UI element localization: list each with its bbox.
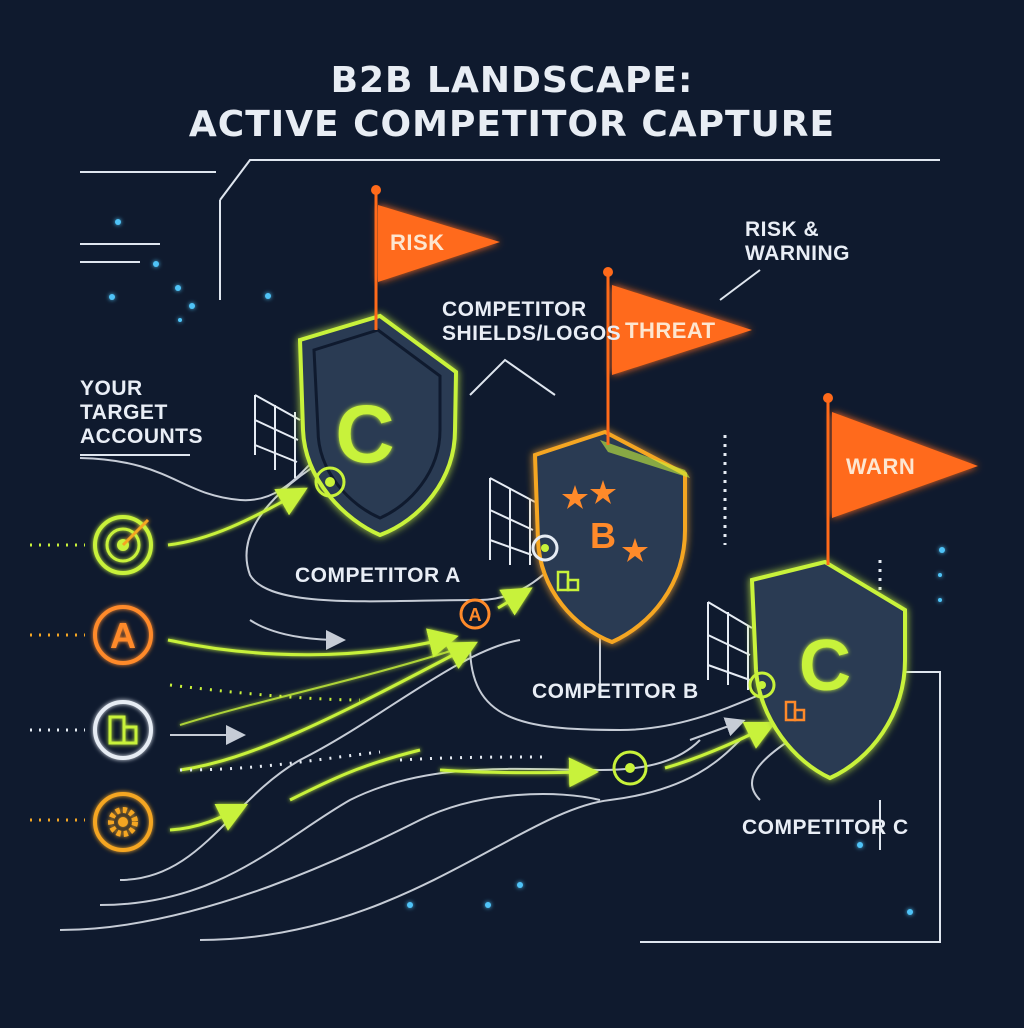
risk-warning-label: RISK & WARNING: [745, 218, 850, 265]
gate-b: [489, 477, 536, 565]
target-icon: [93, 515, 153, 575]
competitor-b-logo: B: [590, 515, 616, 556]
building-icon: [93, 700, 153, 760]
gate-c: [707, 601, 753, 690]
svg-text:A: A: [110, 615, 136, 656]
competitor-c-label: COMPETITOR C: [742, 816, 909, 839]
small-target-icon-a: [314, 466, 346, 498]
competitor-a-logo: C: [335, 389, 394, 480]
competitor-c-shield: [749, 559, 907, 781]
small-gear-icon-c: [748, 671, 776, 699]
competitor-b-stars: [562, 480, 648, 562]
small-building-icon-b: [556, 570, 580, 592]
flag-risk: [371, 185, 500, 330]
flag-warn: [823, 393, 978, 565]
page-title-line1: B2B LANDSCAPE:: [330, 60, 694, 101]
small-target-icon-c: [612, 750, 648, 786]
flow-arrows-lime: [167, 487, 777, 832]
small-letter-a-icon: A: [459, 598, 491, 630]
dotted-leaders: [30, 543, 85, 822]
letter-a-icon: A: [93, 605, 153, 665]
flag-threat: [603, 267, 752, 445]
competitor-shields-label: COMPETITOR SHIELDS/LOGOS: [442, 298, 622, 345]
competitor-a-label: COMPETITOR A: [295, 564, 461, 587]
frame-lines: [80, 159, 941, 943]
svg-text:A: A: [469, 605, 482, 625]
dotted-flows: [169, 435, 882, 772]
competitor-b-label: COMPETITOR B: [532, 680, 699, 703]
small-target-icon-b: [531, 534, 559, 562]
gate-a: [254, 394, 301, 478]
page-title-line2: ACTIVE COMPETITOR CAPTURE: [188, 104, 836, 145]
competitor-c-logo: C: [799, 626, 851, 706]
small-building-icon-c: [784, 700, 806, 722]
flag-warn-label: WARN: [846, 454, 916, 479]
competitor-a-shield: [297, 313, 459, 538]
flag-threat-label: THREAT: [625, 318, 716, 343]
blue-dots: [109, 219, 945, 915]
flag-risk-label: RISK: [390, 230, 445, 255]
target-accounts-label: YOUR TARGET ACCOUNTS: [80, 377, 203, 448]
gear-icon: [93, 792, 153, 852]
